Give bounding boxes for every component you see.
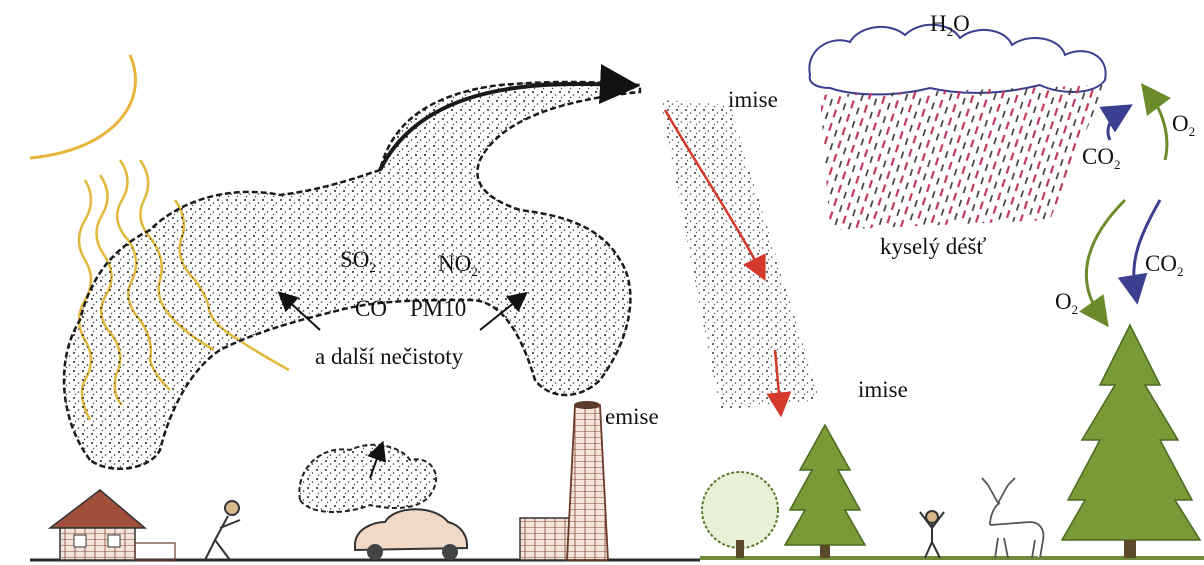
co2-down-label: CO2 (1145, 252, 1183, 278)
o2-up-label: O2 (1172, 112, 1195, 138)
person-icon (205, 501, 240, 560)
car-exhaust-cloud (299, 445, 436, 512)
smog-cloud-icon (64, 82, 640, 469)
imise-top-label: imise (728, 88, 778, 111)
no2-label: NO2 (438, 252, 478, 278)
car-icon (355, 509, 467, 560)
other-pollutants-label: a další nečistoty (315, 345, 463, 368)
imise-bottom-label: imise (858, 378, 908, 401)
h2o-label: H2O (930, 12, 970, 38)
emise-label: emise (605, 405, 659, 428)
so2-label: SO2 (340, 248, 376, 274)
moon-sun-icon (30, 55, 135, 158)
gas-exchange-arrows (1086, 95, 1167, 315)
house-icon (50, 490, 175, 560)
acid-rain-label: kyselý déšť (880, 235, 986, 258)
pm10-label: PM10 (410, 297, 466, 320)
co-label: CO (355, 297, 387, 320)
factory-icon (520, 401, 608, 560)
rain-cloud-icon (809, 25, 1105, 230)
deciduous-tree-icon (702, 472, 778, 558)
deer-icon (982, 478, 1043, 558)
conifer-tree-icon (785, 425, 865, 558)
imise-particles (660, 100, 820, 410)
co2-up-label: CO2 (1082, 145, 1120, 171)
large-conifer-tree-icon (1062, 325, 1200, 558)
o2-down-label: O2 (1055, 290, 1078, 316)
person-cheering-icon (920, 511, 944, 558)
